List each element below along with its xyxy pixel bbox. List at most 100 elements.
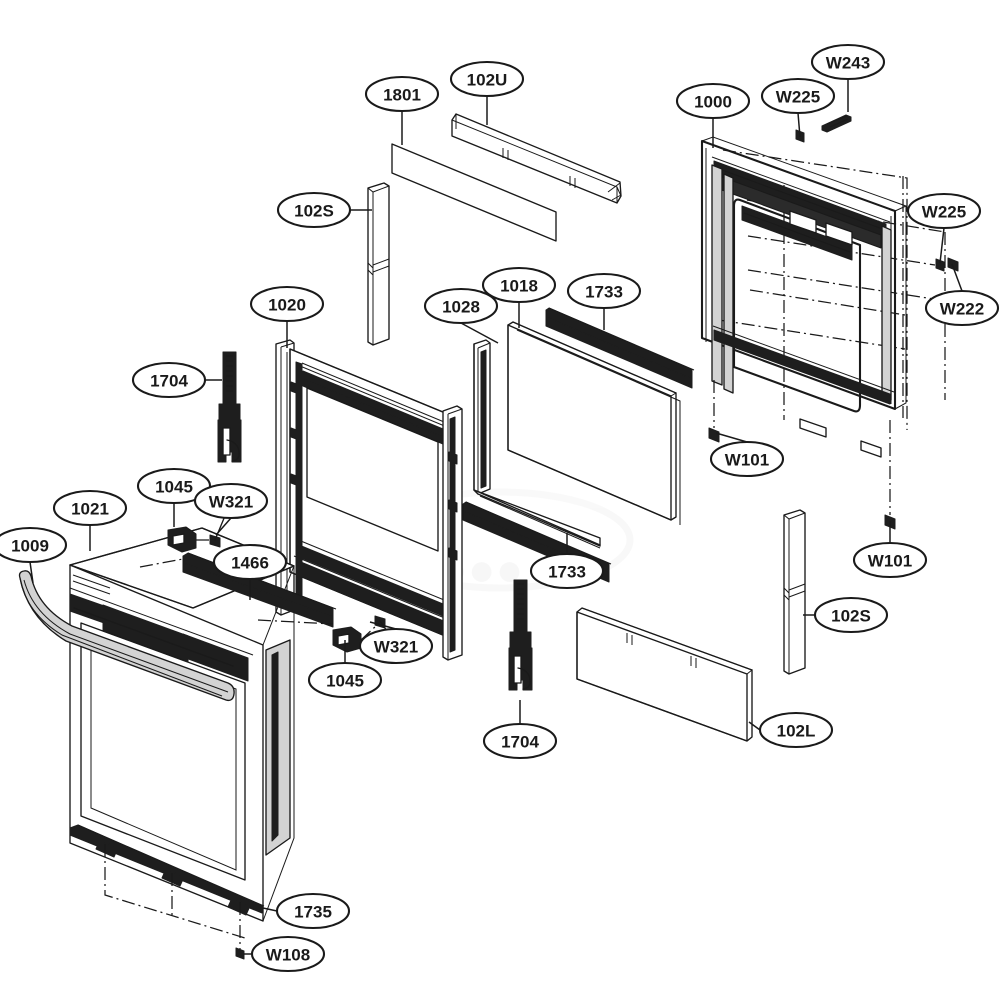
- callout-1045[interactable]: 1045: [136, 467, 212, 527]
- part-1735-bottom-hinge-rod: [69, 824, 265, 952]
- callout-text: 1466: [231, 554, 269, 573]
- callout-1009[interactable]: 1009: [0, 526, 68, 584]
- callout-w225[interactable]: W225: [760, 77, 836, 138]
- part-102S-side-trim-strip-upper: [367, 182, 390, 346]
- callout-w225[interactable]: W225: [906, 192, 982, 264]
- screw-w101-left: [708, 380, 720, 443]
- callout-bubble[interactable]: [449, 60, 525, 98]
- callout-text: 1704: [150, 372, 188, 391]
- callout-bubble[interactable]: [275, 892, 351, 930]
- callout-bubble[interactable]: [924, 289, 1000, 327]
- callout-bubble[interactable]: [193, 482, 269, 520]
- callout-text: 102L: [777, 722, 816, 741]
- leader-line: [369, 621, 397, 630]
- part-1045-hinge-bracket-upper: [167, 526, 197, 553]
- callout-1020[interactable]: 1020: [249, 285, 325, 348]
- callout-text: 102U: [467, 71, 508, 90]
- callout-1466[interactable]: 1466: [212, 543, 288, 600]
- part-1704-door-hinge-lower: [508, 579, 533, 691]
- part-1021-outer-door-panel: [69, 527, 295, 922]
- callout-bubble[interactable]: [758, 711, 834, 749]
- callout-text: W225: [922, 203, 966, 222]
- leader-line: [748, 721, 761, 731]
- callout-bubble[interactable]: [212, 543, 288, 581]
- callout-1704[interactable]: 1704: [131, 361, 222, 399]
- callout-102l[interactable]: 102L: [748, 711, 834, 749]
- callout-bubble[interactable]: [852, 541, 928, 579]
- callout-bubble[interactable]: [760, 77, 836, 115]
- callout-text: W222: [940, 300, 984, 319]
- callout-1045[interactable]: 1045: [307, 640, 383, 699]
- callout-bubble[interactable]: [675, 82, 751, 120]
- callout-1801[interactable]: 1801: [364, 75, 440, 145]
- callout-1000[interactable]: 1000: [675, 82, 751, 148]
- callout-w321[interactable]: W321: [358, 621, 434, 665]
- callout-bubble[interactable]: [131, 361, 207, 399]
- callout-1733[interactable]: 1733: [566, 272, 642, 330]
- callout-102s[interactable]: 102S: [803, 596, 889, 634]
- callout-w101[interactable]: W101: [709, 432, 785, 478]
- callout-w108[interactable]: W108: [243, 935, 326, 973]
- part-1801-inner-glass-panel: [391, 143, 557, 242]
- callout-w243[interactable]: W243: [810, 43, 886, 112]
- callout-text: W101: [868, 552, 912, 571]
- callout-bubble[interactable]: [364, 75, 440, 113]
- callout-bubble[interactable]: [482, 722, 558, 760]
- callout-bubble[interactable]: [813, 596, 889, 634]
- callout-text: W243: [826, 54, 870, 73]
- screw-w243: [821, 114, 852, 133]
- callout-1018[interactable]: 1018: [481, 266, 557, 328]
- callout-bubble[interactable]: [307, 661, 383, 699]
- callout-text: W321: [374, 638, 418, 657]
- callout-bubble[interactable]: [423, 287, 499, 325]
- callout-w321[interactable]: W321: [193, 482, 269, 536]
- callout-bubble[interactable]: [481, 266, 557, 304]
- callout-1704[interactable]: 1704: [482, 700, 558, 760]
- callout-bubble[interactable]: [709, 440, 785, 478]
- part-1733-glass-retainer-rail-upper: [545, 307, 695, 389]
- callout-1733[interactable]: 1733: [529, 533, 605, 590]
- callout-text: 102S: [831, 607, 871, 626]
- part-1018-door-glass: [507, 321, 681, 525]
- callout-text: 1801: [383, 86, 421, 105]
- callout-text: W108: [266, 946, 310, 965]
- callout-text: 1021: [71, 500, 109, 519]
- callout-w101[interactable]: W101: [852, 521, 928, 579]
- part-1704-door-hinge-upper: [217, 351, 242, 463]
- callout-bubble[interactable]: [810, 43, 886, 81]
- callout-text: 1000: [694, 93, 732, 112]
- callout-102u[interactable]: 102U: [449, 60, 525, 125]
- callout-text: 1018: [500, 277, 538, 296]
- part-1028-glass-seal-frame: [473, 339, 601, 549]
- callout-bubble[interactable]: [566, 272, 642, 310]
- callout-bubble[interactable]: [529, 552, 605, 590]
- callout-bubble[interactable]: [276, 191, 352, 229]
- callout-text: 1028: [442, 298, 480, 317]
- callout-bubble[interactable]: [52, 489, 128, 527]
- callout-text: 1704: [501, 733, 539, 752]
- callout-bubble[interactable]: [0, 526, 68, 564]
- callout-text: 1009: [11, 537, 49, 556]
- callout-1735[interactable]: 1735: [262, 892, 351, 930]
- callout-text: W321: [209, 493, 253, 512]
- callout-1028[interactable]: 1028: [423, 287, 499, 344]
- part-102U-upper-trim-bar: [451, 113, 622, 204]
- leader-line: [951, 263, 963, 292]
- callout-w222[interactable]: W222: [924, 263, 1000, 327]
- callout-bubble[interactable]: [250, 935, 326, 973]
- part-102L-lower-trim-panel: [576, 607, 753, 742]
- callout-bubble[interactable]: [136, 467, 212, 505]
- callout-1021[interactable]: 1021: [52, 489, 128, 551]
- callout-bubble[interactable]: [358, 627, 434, 665]
- callout-text: W101: [725, 451, 769, 470]
- callout-bubble[interactable]: [906, 192, 982, 230]
- part-1009-door-handle: [18, 570, 235, 702]
- callout-102s[interactable]: 102S: [276, 191, 372, 229]
- leader-line: [262, 907, 278, 912]
- part-1000-door-frame-assembly: [700, 136, 946, 458]
- part-1020-inner-door-frame: [275, 339, 463, 661]
- callout-bubble[interactable]: [249, 285, 325, 323]
- callout-text: 1045: [155, 478, 193, 497]
